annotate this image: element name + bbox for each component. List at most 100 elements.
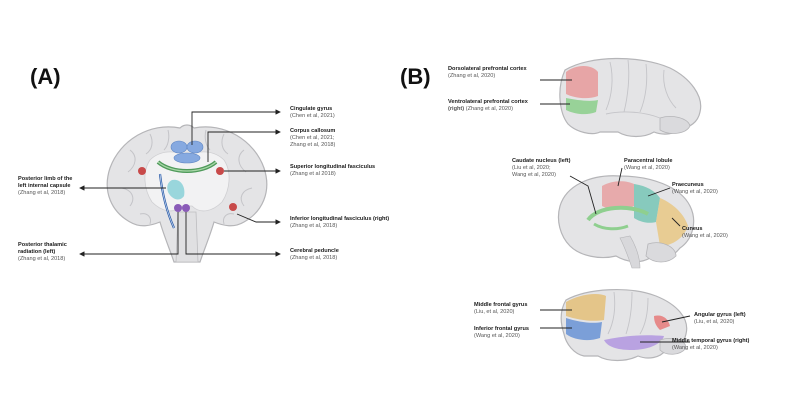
- paracentral-region: [602, 181, 634, 209]
- label-callosum-cite2: Zhang et al, 2018): [290, 142, 336, 148]
- label-cuneus: Cuneus (Wang et al, 2020): [682, 226, 728, 240]
- mtg-region: [604, 335, 664, 350]
- red-dot-slf: [216, 167, 224, 175]
- top-brain-cerebellum: [659, 116, 691, 134]
- callosum-medial: [586, 205, 649, 222]
- angular-region: [654, 315, 670, 330]
- label-dlpfc-cite: (Zhang et al, 2020): [448, 73, 496, 79]
- leader-cingulate: [191, 109, 281, 145]
- label-peduncle-title: Cerebral peduncle: [290, 248, 339, 254]
- label-caudate-cite: (Liu et al, 2020;: [512, 165, 551, 171]
- coronal-brain: [106, 124, 268, 263]
- panel-a-label: (A): [30, 64, 61, 89]
- label-angular-cite: (Liu, et al, 2020): [694, 319, 735, 325]
- label-mfg: Middle frontal gyrus (Liu, et al, 2020): [474, 302, 527, 316]
- label-dlpfc-title: Dorsolateral prefrontal cortex: [448, 66, 527, 72]
- label-mfg-cite: (Liu, et al, 2020): [474, 309, 515, 315]
- panel-b-label: (B): [400, 64, 431, 89]
- label-paracentral-cite: (Wang et al, 2020): [624, 165, 670, 171]
- leader-lines-a: [79, 109, 281, 257]
- label-praecuneus-title: Praecuneus: [672, 182, 704, 188]
- label-vlpfc-cite-line: (right) (Zhang et al, 2020): [448, 106, 528, 113]
- label-ptr-cite: (Zhang et al, 2018): [18, 256, 66, 262]
- label-ptr: Posterior thalamic radiation (left) (Zha…: [18, 242, 67, 263]
- label-praecuneus: Praecuneus (Wang et al, 2020): [672, 182, 718, 196]
- leader-cuneus: [671, 217, 681, 227]
- dlpfc-region: [566, 66, 598, 99]
- label-caudate-title: Caudate nucleus (left): [512, 158, 571, 164]
- label-ptr-title: Posterior thalamic: [18, 242, 67, 248]
- label-angular-title: Angular gyrus (left): [694, 312, 746, 318]
- label-plic-title2: left internal capsule: [18, 183, 71, 189]
- caudate-medial: [593, 222, 629, 231]
- label-mfg-title: Middle frontal gyrus: [474, 302, 528, 308]
- label-slf-title: Superior longitudinal fasciculus: [290, 164, 376, 170]
- internal-capsule-cyan: [167, 179, 185, 200]
- label-callosum-cite: (Chen et al, 2021;: [290, 135, 335, 141]
- leader-caudate: [569, 175, 597, 215]
- label-ilf-cite: (Zhang et al, 2018): [290, 223, 338, 229]
- label-mtg-cite: (Wang et al, 2020): [672, 345, 718, 351]
- leader-lines-b-bottom: [540, 309, 691, 343]
- label-vlpfc-title2: (right): [448, 106, 465, 112]
- label-plic-cite: (Zhang et al, 2018): [18, 190, 66, 196]
- cingulate-gyrus-region: [170, 140, 204, 164]
- purple-dot-right: [182, 204, 190, 212]
- label-slf-cite: (Zhang et al 2018): [290, 171, 336, 177]
- label-mtg: Middle temporal gyrus (right) (Wang et a…: [672, 338, 749, 352]
- leader-callosum: [207, 129, 281, 162]
- label-vlpfc-title: Ventrolateral prefrontal cortex: [448, 99, 528, 105]
- label-paracentral-title: Paracentral lobule: [624, 158, 673, 164]
- label-vlpfc-cite: (Zhang et al, 2020): [465, 106, 513, 112]
- top-brain-sulci: [605, 59, 677, 119]
- label-cingulate: Cingulate gyrus (Chen et al, 2021): [290, 106, 335, 120]
- label-vlpfc: Ventrolateral prefrontal cortex (right) …: [448, 99, 528, 113]
- leader-peduncle: [185, 212, 281, 257]
- label-cuneus-title: Cuneus: [682, 226, 703, 232]
- label-ilf: Inferior longitudinal fasciculus (right)…: [290, 216, 389, 230]
- leader-ilf: [236, 213, 281, 225]
- mfg-region: [566, 294, 606, 321]
- label-cingulate-cite: (Chen et al, 2021): [290, 113, 335, 119]
- label-dlpfc: Dorsolateral prefrontal cortex (Zhang et…: [448, 66, 527, 80]
- leader-paracentral: [617, 167, 623, 187]
- label-caudate: Caudate nucleus (left) (Liu et al, 2020;…: [512, 158, 570, 179]
- label-mtg-title: Middle temporal gyrus (right): [672, 338, 750, 344]
- lateral-brain-top: [559, 57, 702, 138]
- corpus-callosum-inner: [157, 161, 217, 172]
- label-cingulate-title: Cingulate gyrus: [290, 106, 333, 112]
- bottom-brain-sulci: [607, 291, 649, 335]
- label-callosum-title: Corpus callosum: [290, 128, 336, 134]
- coronal-sulci: [121, 129, 253, 225]
- red-dot-ilf: [229, 203, 237, 211]
- fascicle-tract-inner: [159, 173, 175, 229]
- label-ifg: Inferior frontal gyrus (Wang et al, 2020…: [474, 326, 529, 340]
- label-caudate-cite2: Wang et al, 2020): [512, 172, 556, 178]
- brainstem-medial: [619, 235, 641, 269]
- label-slf: Superior longitudinal fasciculus (Zhang …: [290, 164, 375, 178]
- label-plic: Posterior limb of the left internal caps…: [18, 176, 72, 197]
- leader-praecuneus: [647, 187, 671, 197]
- purple-dot-left: [174, 204, 182, 212]
- cuneus-region: [656, 198, 688, 246]
- label-cuneus-cite: (Wang et al, 2020): [682, 233, 728, 239]
- label-ilf-title: Inferior longitudinal fasciculus (right): [290, 216, 390, 222]
- vlpfc-region: [566, 98, 598, 115]
- brainstem: [175, 211, 199, 263]
- label-paracentral: Paracentral lobule (Wang et al, 2020): [624, 158, 673, 172]
- label-ifg-title: Inferior frontal gyrus: [474, 326, 530, 332]
- leader-lines-b-mid: [569, 167, 681, 227]
- lateral-brain-bottom: [560, 289, 688, 362]
- label-ifg-cite: (Wang et al, 2020): [474, 333, 520, 339]
- leader-angular: [661, 315, 691, 323]
- label-peduncle-cite: (Zhang et al, 2018): [290, 255, 338, 261]
- label-plic-title: Posterior limb of the: [18, 176, 73, 182]
- leader-lines-b-top: [540, 79, 572, 105]
- label-ptr-title2: radiation (left): [18, 249, 56, 255]
- ifg-region: [566, 318, 602, 341]
- label-praecuneus-cite: (Wang et al, 2020): [672, 189, 718, 195]
- label-angular: Angular gyrus (left) (Liu, et al, 2020): [694, 312, 746, 326]
- label-callosum: Corpus callosum (Chen et al, 2021; Zhang…: [290, 128, 335, 149]
- cerebellum-medial: [645, 242, 677, 263]
